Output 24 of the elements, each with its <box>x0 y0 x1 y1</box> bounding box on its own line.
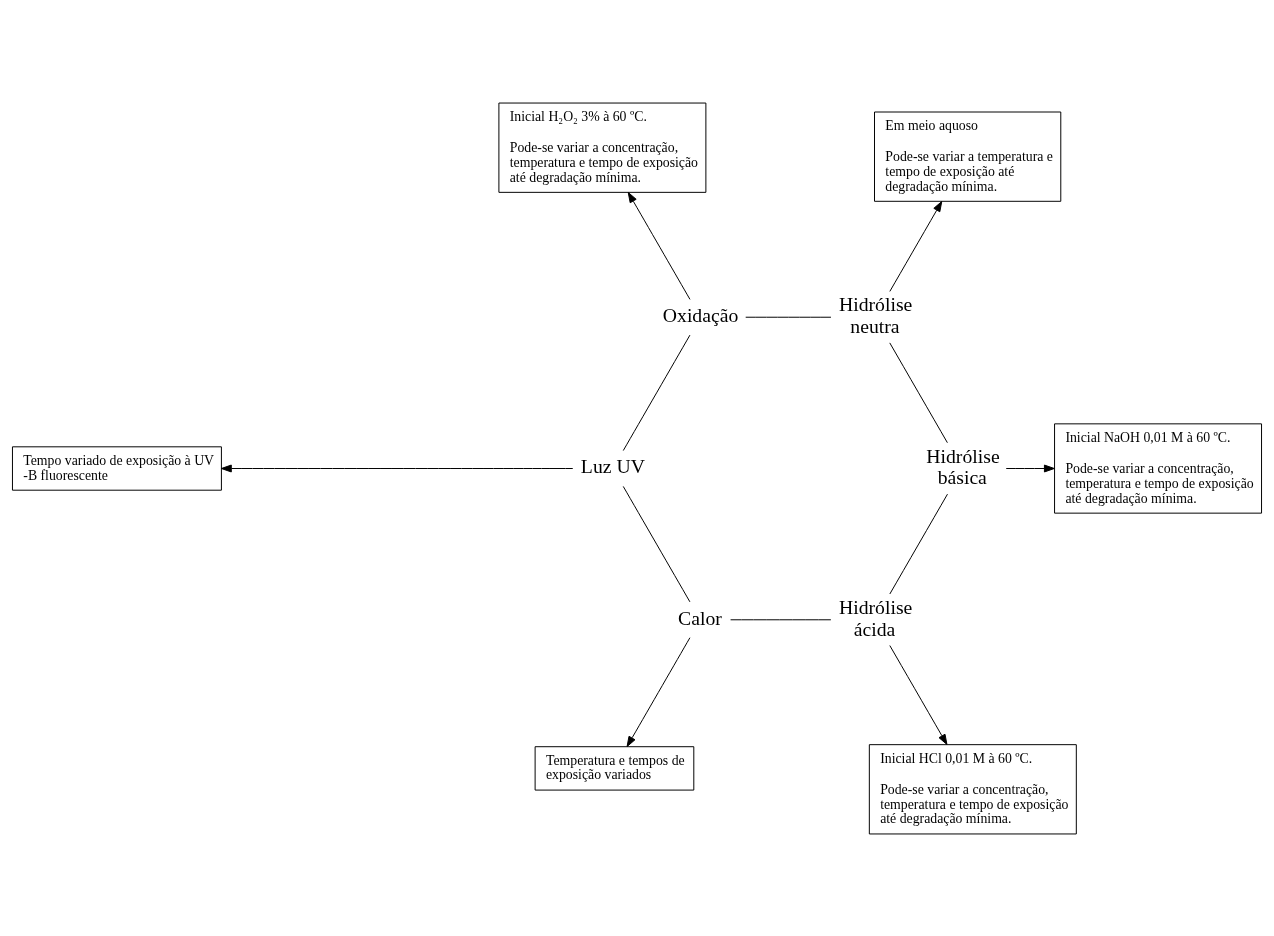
connector <box>889 493 948 594</box>
connector <box>730 618 832 620</box>
node-text: Hidrólise ácida <box>838 595 913 640</box>
arrow <box>889 644 948 745</box>
connector <box>889 341 948 443</box>
arrow <box>220 464 574 472</box>
connector <box>622 485 691 602</box>
node-text: Hidrólise neutra <box>838 292 913 337</box>
node-text: Calor <box>678 606 722 629</box>
arrow <box>626 636 691 747</box>
arrow <box>1005 464 1055 472</box>
node-text: Luz UV <box>580 454 645 477</box>
node-text: Hidrólise básica <box>926 444 1000 488</box>
connector <box>622 334 691 451</box>
node-box: Tempo variado de exposição à UV -B fluorescente <box>11 445 222 491</box>
connector <box>745 316 832 318</box>
node-box: Temperatura e tempos de exposição variados <box>534 745 695 791</box>
arrow <box>627 191 691 300</box>
node-box: Inicial NaOH 0,01 M à 60 ºC. Pode-se variar a concentração, temperatura e tempo de exposição até degradação mínima. <box>1054 422 1263 514</box>
node-box: Inicial H₂O₂ 3% à 60 ºC. Pode-se variar a concentração, temperatura e tempo de exposição até degradação mínima. <box>498 102 707 193</box>
node-text: Oxidação <box>662 303 739 326</box>
node-box: Inicial HCl 0,01 M à 60 ºC. Pode-se variar a concentração, temperatura e tempo de exposição até degradação mínima. <box>868 743 1077 834</box>
node-box: Em meio aquoso Pode-se variar a temperatura e tempo de exposição até degradação mínima. <box>874 111 1062 202</box>
arrow <box>889 200 943 292</box>
